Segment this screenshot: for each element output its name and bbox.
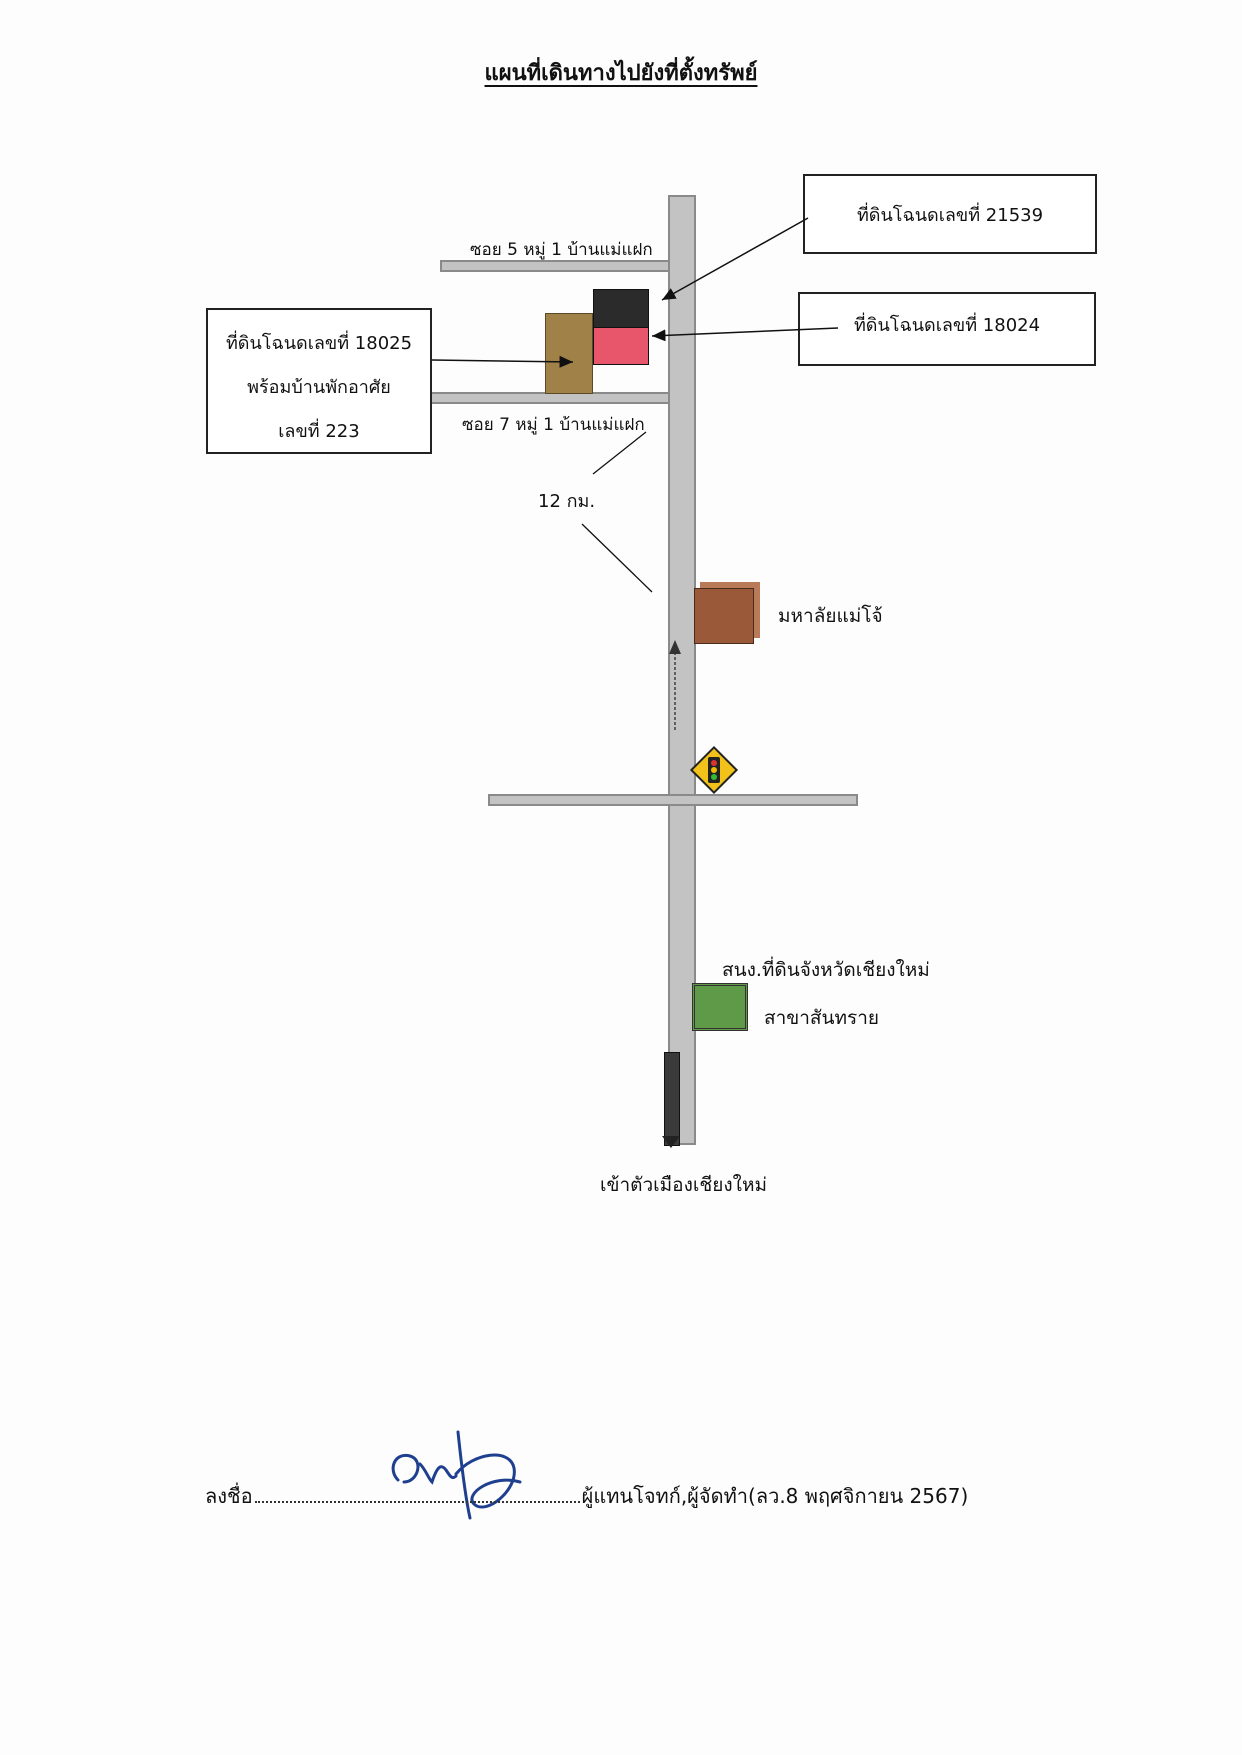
land-office-block [692,983,748,1031]
main-road [668,195,696,1145]
direction-arrow-up-icon [669,640,681,730]
land-office-label-2: สาขาสันทราย [764,1007,880,1029]
callout-deed-21539-text: ที่ดินโฉนดเลขที่ 21539 [856,205,1044,226]
parcel-18025 [545,313,593,394]
callout-deed-21539: ที่ดินโฉนดเลขที่ 21539 [803,174,1097,254]
callout-deed-18025-line3: เลขที่ 223 [278,421,360,442]
soi-7-label: ซอย 7 หมู่ 1 บ้านแม่แฝก [462,415,645,435]
distance-label: 12 กม. [538,491,596,512]
signature-dotted-line [254,1501,580,1503]
signature-prefix: ลงชื่อ [205,1484,253,1508]
pointer-18024 [651,327,839,342]
maejo-university-label: มหาลัยแม่โจ้ [778,605,883,627]
callout-deed-18024-text: ที่ดินโฉนดเลขที่ 18024 [853,315,1041,336]
land-office-label-1: สนง.ที่ดินจังหวัดเชียงใหม่ [722,959,930,981]
pointer-21539 [661,217,809,301]
soi-5-road [440,260,670,272]
signature-suffix: ผู้แทนโจทก์,ผู้จัดทำ(ลว.8 พฤศจิกายน 2567… [581,1484,969,1508]
callout-deed-18025: ที่ดินโฉนดเลขที่ 18025 พร้อมบ้านพักอาศัย… [206,308,432,454]
to-city-arrow-down-icon [662,1136,680,1148]
parcel-21539 [593,289,649,329]
to-city-label: เข้าตัวเมืองเชียงใหม่ [600,1174,767,1196]
cross-road [488,794,858,806]
signature-line: ลงชื่อ ผู้แทนโจทก์,ผู้จัดทำ(ลว.8 พฤศจิกาย… [205,1480,1205,1512]
callout-deed-18024: ที่ดินโฉนดเลขที่ 18024 [798,292,1096,366]
maejo-university-block [694,588,754,644]
callout-deed-18025-line2: พร้อมบ้านพักอาศัย [247,377,391,398]
signature-scribble [391,1430,522,1520]
soi-5-label: ซอย 5 หมู่ 1 บ้านแม่แฝก [470,240,653,260]
pointer-18025 [431,355,574,368]
map-title: แผนที่เดินทางไปยังที่ตั้งทรัพย์ [484,60,758,86]
parcel-18024 [593,327,649,365]
traffic-light-sign-icon [689,745,739,795]
callout-deed-18025-line1: ที่ดินโฉนดเลขที่ 18025 [225,333,413,354]
distance-line-top [592,431,647,475]
distance-line-bottom [581,523,653,593]
